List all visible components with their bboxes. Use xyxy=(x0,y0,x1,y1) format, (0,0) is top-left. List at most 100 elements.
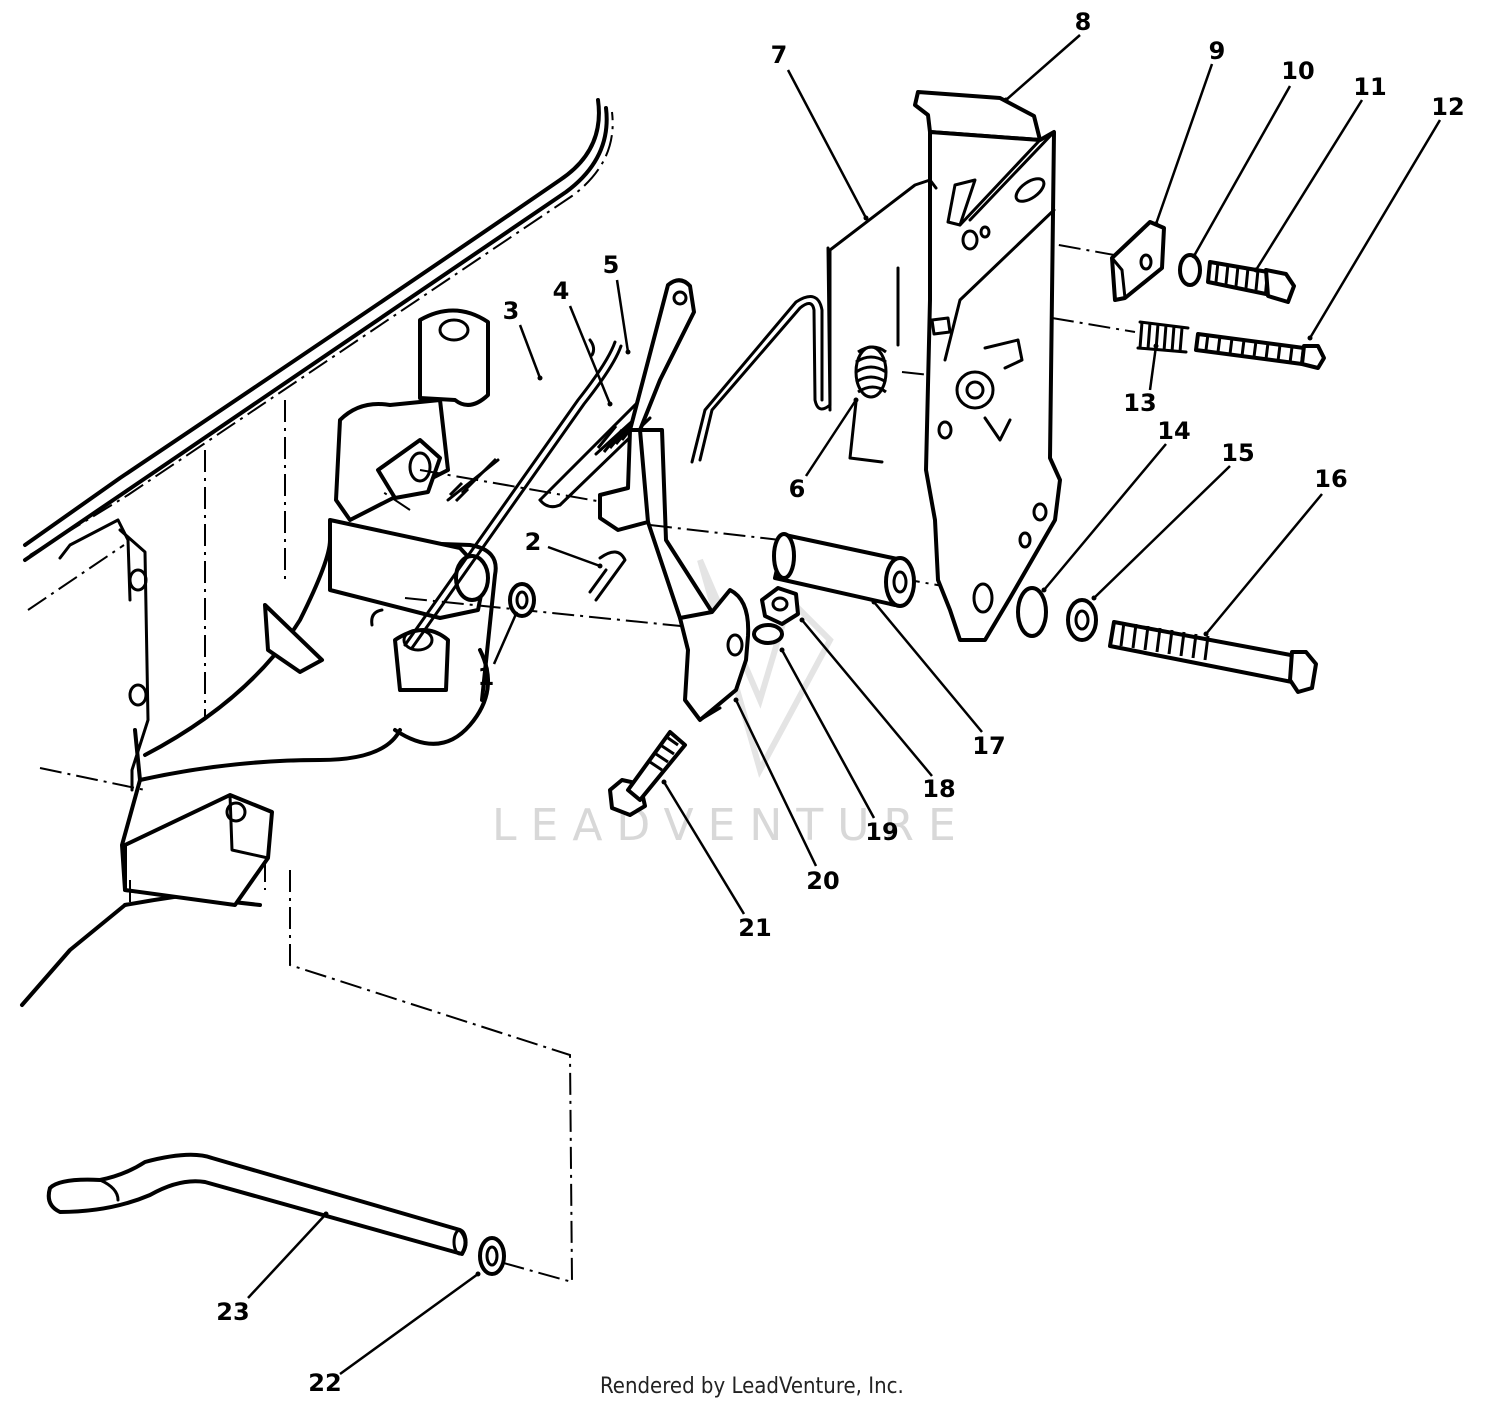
callout-label-14: 14 xyxy=(1157,417,1190,445)
callout-leader-6 xyxy=(804,399,858,477)
callout-leader-8 xyxy=(1005,34,1081,101)
governor-lever xyxy=(598,278,751,722)
washer-item-22 xyxy=(478,1236,506,1276)
washer-item-10 xyxy=(1178,253,1202,287)
callout-leader-14 xyxy=(1043,443,1167,591)
callout-label-9: 9 xyxy=(1209,37,1226,65)
watermark: LEADVENTURE xyxy=(492,558,970,851)
callout-anchor-8 xyxy=(1003,97,1009,103)
callout-leader-15 xyxy=(1093,465,1231,599)
callout-label-11: 11 xyxy=(1353,73,1386,101)
callout-label-21: 21 xyxy=(738,914,771,942)
bolt-item-21 xyxy=(608,730,687,817)
callout-leader-9 xyxy=(1154,63,1214,225)
callout-anchor-2 xyxy=(597,563,603,569)
spring-item-13 xyxy=(1136,320,1190,354)
callout-label-17: 17 xyxy=(972,732,1005,760)
nut-item-1 xyxy=(508,582,536,618)
wire-link-item-7 xyxy=(690,178,938,464)
washer-item-14 xyxy=(1016,586,1048,638)
engine-housing xyxy=(20,98,614,1007)
callout-leader-12 xyxy=(1308,119,1442,339)
callout-anchor-15 xyxy=(1091,595,1097,601)
callout-label-22: 22 xyxy=(308,1369,341,1397)
torsion-spring-item-6 xyxy=(848,266,900,464)
callout-label-6: 6 xyxy=(789,475,806,503)
washer-item-19 xyxy=(752,623,784,645)
callout-anchor-19 xyxy=(779,647,785,653)
callout-anchor-7 xyxy=(863,215,869,221)
callout-anchor-4 xyxy=(607,401,613,407)
callout-anchor-1 xyxy=(513,611,519,617)
callout-anchor-11 xyxy=(1253,267,1259,273)
callout-label-7: 7 xyxy=(771,41,788,69)
callout-anchor-17 xyxy=(871,599,877,605)
callout-leader-3 xyxy=(518,324,542,379)
spacer-item-17 xyxy=(772,532,916,608)
callout-label-12: 12 xyxy=(1431,93,1464,121)
callout-leader-4 xyxy=(568,305,612,405)
callout-label-5: 5 xyxy=(603,251,620,279)
callout-leader-20 xyxy=(734,699,818,867)
callout-leader-21 xyxy=(662,781,746,915)
callout-anchor-9 xyxy=(1153,221,1159,227)
shaft-centerline-a xyxy=(419,469,621,506)
callout-anchor-10 xyxy=(1191,253,1197,259)
callout-anchor-21 xyxy=(661,779,667,785)
nut-item-18 xyxy=(760,586,800,626)
callout-anchor-23 xyxy=(323,1211,329,1217)
callout-anchor-13 xyxy=(1153,343,1159,349)
callout-leader-22 xyxy=(339,1272,479,1376)
callout-label-3: 3 xyxy=(503,297,520,325)
callout-label-4: 4 xyxy=(553,277,570,305)
callout-leader-5 xyxy=(615,279,630,353)
callout-label-10: 10 xyxy=(1281,57,1314,85)
clamp-item-9 xyxy=(1110,220,1166,302)
governor-link-rod xyxy=(370,338,623,650)
callout-anchor-20 xyxy=(733,697,739,703)
callout-anchor-12 xyxy=(1307,335,1313,341)
control-bracket xyxy=(913,90,1062,642)
callout-label-2: 2 xyxy=(525,528,542,556)
shaft-centerline-b xyxy=(404,597,701,629)
callout-leader-16 xyxy=(1205,493,1323,635)
reference-line xyxy=(289,870,574,1284)
callout-label-19: 19 xyxy=(865,818,898,846)
callout-leader-17 xyxy=(873,601,983,733)
callout-anchor-6 xyxy=(853,397,859,403)
screw-item-11 xyxy=(1206,260,1296,304)
callout-label-13: 13 xyxy=(1123,389,1156,417)
callout-label-20: 20 xyxy=(806,867,839,895)
callout-anchor-22 xyxy=(475,1271,481,1277)
clip-item-2 xyxy=(588,550,627,602)
bolt-item-16 xyxy=(1108,620,1318,694)
callout-leader-11 xyxy=(1254,99,1364,271)
callout-anchor-18 xyxy=(799,617,805,623)
screw-item-12 xyxy=(1194,332,1326,370)
callout-label-1: 1 xyxy=(478,663,495,691)
callout-label-8: 8 xyxy=(1075,8,1092,36)
callout-leader-18 xyxy=(801,619,933,777)
callout-leader-13 xyxy=(1148,345,1158,391)
callout-label-23: 23 xyxy=(216,1298,249,1326)
callout-label-15: 15 xyxy=(1221,439,1254,467)
callout-leader-2 xyxy=(547,545,601,568)
shaft-centerline-f xyxy=(1051,317,1136,333)
shaft-centerline-g xyxy=(901,371,931,376)
callout-leader-10 xyxy=(1192,85,1292,257)
callout-anchor-16 xyxy=(1203,631,1209,637)
nut-item-15 xyxy=(1066,598,1098,642)
callout-leader-1 xyxy=(492,613,518,665)
shaft-centerline-e xyxy=(985,231,1121,257)
callout-label-18: 18 xyxy=(922,775,955,803)
callout-anchor-5 xyxy=(625,349,631,355)
shaft-centerline-c xyxy=(649,524,781,541)
callout-label-16: 16 xyxy=(1314,465,1347,493)
callout-anchor-3 xyxy=(537,375,543,381)
watermark-text: LEADVENTURE xyxy=(492,800,970,851)
callout-leader-19 xyxy=(780,649,876,819)
footer-credit: Rendered by LeadVenture, Inc. xyxy=(600,1374,904,1399)
callout-anchor-14 xyxy=(1041,587,1047,593)
